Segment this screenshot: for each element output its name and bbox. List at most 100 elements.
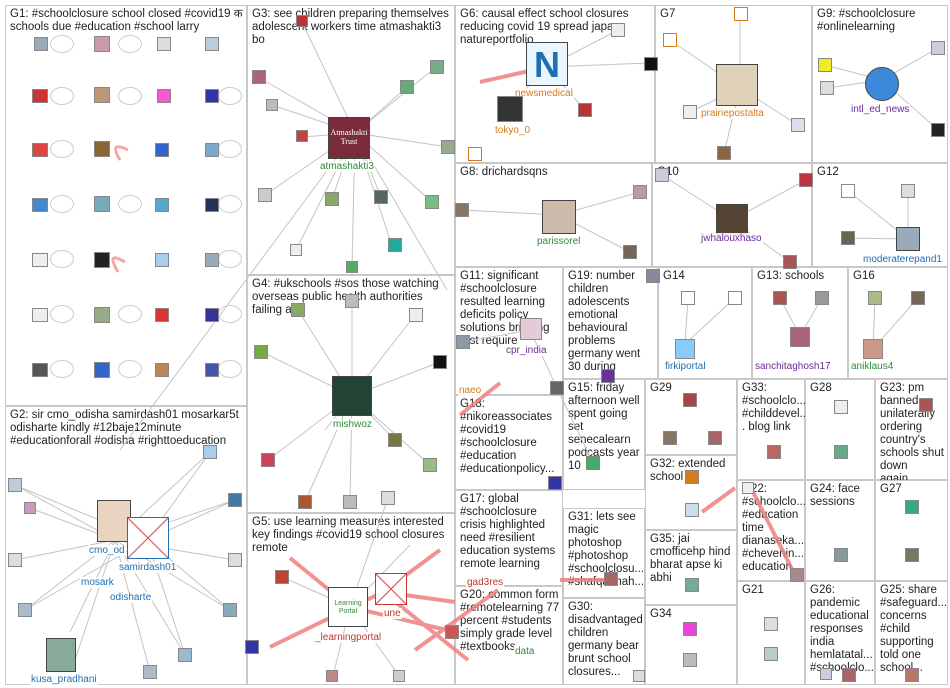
g1-node[interactable] [205,37,219,51]
g20-node[interactable] [445,625,459,639]
g29-node[interactable] [683,393,697,407]
g7-node[interactable] [791,118,805,132]
g7-node[interactable] [734,7,748,21]
g1-node[interactable] [94,252,110,268]
g3-node[interactable] [430,60,444,74]
g28-node[interactable] [834,445,848,459]
g1-node[interactable] [205,143,219,157]
moderaterepand1-avatar[interactable] [896,227,920,251]
g16-node[interactable] [911,291,925,305]
g14-node[interactable] [728,291,742,305]
g7-node[interactable] [663,33,677,47]
g15-node[interactable] [586,456,600,470]
prairiepostalta-logo[interactable] [716,64,758,106]
g2-node[interactable] [228,493,242,507]
intl-ed-news-globe-icon[interactable] [865,67,899,101]
samirdash01-node[interactable] [127,517,169,559]
g3-node[interactable] [296,130,308,142]
g27-node[interactable] [905,500,919,514]
g14-node[interactable] [681,291,695,305]
g2-node[interactable] [8,478,22,492]
g8-node[interactable] [455,203,469,217]
g4-node[interactable] [433,355,447,369]
aniklaus4-avatar[interactable] [863,339,883,359]
g15-node[interactable] [548,476,562,490]
g3-node[interactable] [374,190,388,204]
g13-node[interactable] [815,291,829,305]
g1-node[interactable] [155,198,169,212]
g4-node[interactable] [388,433,402,447]
g1-node[interactable] [94,141,110,157]
firkiportal-logo[interactable] [675,339,695,359]
g4-node[interactable] [423,458,437,472]
sanchitaghosh17-avatar[interactable] [790,327,810,347]
g1-node[interactable] [205,89,219,103]
g1-node[interactable] [205,363,219,377]
g29-node[interactable] [663,431,677,445]
g9-node[interactable] [818,58,832,72]
g23-node[interactable] [919,398,933,412]
g31-node[interactable] [604,572,618,586]
g4-node[interactable] [298,495,312,509]
g21-node[interactable] [764,647,778,661]
g10-node[interactable] [799,173,813,187]
g1-node[interactable] [94,196,110,212]
cpr-india-node[interactable] [520,318,542,340]
g12-node[interactable] [841,184,855,198]
g1-node[interactable] [205,198,219,212]
g2-node[interactable] [24,502,36,514]
g1-node[interactable] [205,253,219,267]
g9-node[interactable] [931,41,945,55]
g1-node[interactable] [205,308,219,322]
g3-node[interactable] [441,140,455,154]
g5-node[interactable] [275,570,289,584]
kusa-pradhani-avatar[interactable] [46,638,76,672]
tokyo-avatar[interactable] [497,96,523,122]
g27-node[interactable] [905,548,919,562]
g5-node[interactable] [393,670,405,682]
g1-node[interactable] [32,253,48,267]
mishwoz-avatar[interactable] [332,376,372,416]
g12-node[interactable] [901,184,915,198]
g2-node[interactable] [228,553,242,567]
g1-node[interactable] [94,87,110,103]
g25-node[interactable] [905,668,919,682]
g3-node[interactable] [252,70,266,84]
g3-node[interactable] [325,192,339,206]
g1-node[interactable] [155,363,169,377]
g34-node[interactable] [683,622,697,636]
g2-node[interactable] [8,553,22,567]
g3-node[interactable] [290,244,302,256]
g4-node[interactable] [345,294,359,308]
g28-node[interactable] [834,400,848,414]
g3-node[interactable] [425,195,439,209]
g3-node[interactable] [388,238,402,252]
g6-node[interactable] [611,23,625,37]
g26-node[interactable] [842,668,856,682]
g19-node[interactable] [550,381,564,395]
g3-node[interactable] [258,188,272,202]
g8-node[interactable] [623,245,637,259]
g1-node[interactable] [32,89,48,103]
g7-node[interactable] [717,146,731,160]
g19-node[interactable] [601,369,615,383]
g6-node[interactable] [578,103,592,117]
g7-node[interactable] [683,105,697,119]
g13-node[interactable] [773,291,787,305]
g2-node[interactable] [143,665,157,679]
g1-node[interactable] [157,89,171,103]
g1-node[interactable] [94,36,110,52]
g10-node[interactable] [655,168,669,182]
g1-node[interactable] [32,143,48,157]
g2-node[interactable] [203,445,217,459]
g1-node[interactable] [157,37,171,51]
g22-node[interactable] [742,482,754,494]
g2-node[interactable] [178,648,192,662]
g8-node[interactable] [633,185,647,199]
g4-node[interactable] [254,345,268,359]
g1-node[interactable] [32,363,48,377]
cmo-odisha-avatar[interactable] [97,500,131,542]
g1-node[interactable] [94,362,110,378]
g29-node[interactable] [708,431,722,445]
g16-node[interactable] [868,291,882,305]
